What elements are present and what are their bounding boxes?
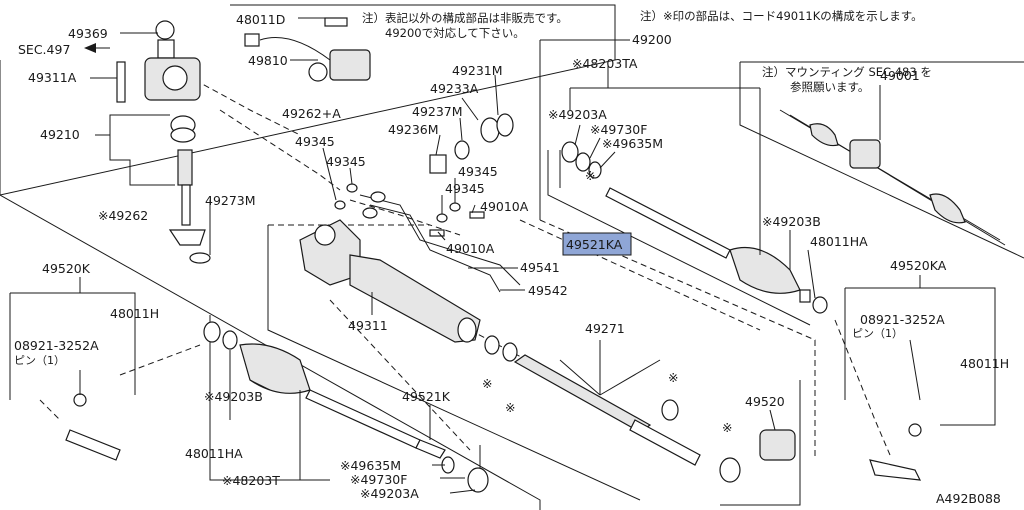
label-49810[interactable]: 49810 (248, 53, 288, 68)
kit-mark-3: ※ (668, 370, 678, 385)
label-49311A[interactable]: 49311A (28, 70, 77, 85)
label-08921-3252A-a[interactable]: 08921-3252A (860, 312, 945, 327)
label-49233A[interactable]: 49233A (430, 81, 479, 96)
note-mounting-line2: 参照願います。 (790, 80, 869, 94)
sec497-arrow-icon (84, 43, 96, 53)
label-49203A-star-a[interactable]: ※49203A (548, 107, 607, 122)
label-48011HA-b[interactable]: 48011HA (185, 446, 243, 461)
note-not-sold-line1: 注）表記以外の構成部品は非販売です。 (362, 11, 568, 25)
label-49520KA[interactable]: 49520KA (890, 258, 947, 273)
label-48203T-star[interactable]: ※48203T (222, 473, 280, 488)
kit-mark-2: ※ (505, 400, 515, 415)
label-pin-a: ピン（1） (852, 327, 903, 340)
label-49010A-b[interactable]: 49010A (446, 241, 495, 256)
kit-mark-4: ※ (722, 420, 732, 435)
figure-code: A492B088 (936, 491, 1001, 506)
kit-mark-1: ※ (482, 376, 492, 391)
label-49273M[interactable]: 49273M (205, 193, 256, 208)
label-48011HA-a[interactable]: 48011HA (810, 234, 868, 249)
label-49203A-star-b[interactable]: ※49203A (360, 486, 419, 501)
label-49345-a[interactable]: 49345 (295, 134, 335, 149)
label-49262A[interactable]: 49262+A (282, 106, 341, 121)
kit-mark-5: ※ (585, 168, 595, 183)
label-49520[interactable]: 49520 (745, 394, 785, 409)
note-mounting-line1: 注）マウンティング SEC.483 を (762, 65, 932, 79)
leader-lines (79, 17, 921, 494)
label-49635M-star-a[interactable]: ※49635M (602, 136, 663, 151)
label-49730F-star-a[interactable]: ※49730F (590, 122, 647, 137)
label-49521K[interactable]: 49521K (402, 389, 451, 404)
label-49369[interactable]: 49369 (68, 26, 108, 41)
frame-lines (0, 4, 1024, 510)
label-49311[interactable]: 49311 (348, 318, 388, 333)
label-49345-c[interactable]: 49345 (458, 164, 498, 179)
label-49521KA-highlighted[interactable]: 49521KA (566, 237, 623, 252)
label-49236M[interactable]: 49236M (388, 122, 439, 137)
assembly-dash-lines (39, 79, 891, 456)
label-49345-b[interactable]: 49345 (326, 154, 366, 169)
label-49542[interactable]: 49542 (528, 283, 568, 298)
label-49001[interactable]: 49001 (880, 68, 920, 83)
label-49730F-star-b[interactable]: ※49730F (350, 472, 407, 487)
label-49271[interactable]: 49271 (585, 321, 625, 336)
label-49231M[interactable]: 49231M (452, 63, 503, 78)
label-48011H-b[interactable]: 48011H (110, 306, 159, 321)
label-49210[interactable]: 49210 (40, 127, 80, 142)
label-49203B-star-b[interactable]: ※49203B (204, 389, 263, 404)
label-08921-3252A-b[interactable]: 08921-3252A (14, 338, 99, 353)
label-49262-star[interactable]: ※49262 (98, 208, 148, 223)
label-49237M[interactable]: 49237M (412, 104, 463, 119)
label-sec497[interactable]: SEC.497 (18, 42, 70, 57)
label-48011D[interactable]: 48011D (236, 12, 285, 27)
highlight-49521KA[interactable] (562, 232, 632, 256)
label-49635M-star-b[interactable]: ※49635M (340, 458, 401, 473)
note-not-sold-line2: 49200で対応して下さい。 (385, 26, 525, 40)
note-kit-code: 注）※印の部品は、コード49011Kの構成を示します。 (640, 9, 923, 23)
label-48011H-a[interactable]: 48011H (960, 356, 1009, 371)
label-49520K[interactable]: 49520K (42, 261, 91, 276)
label-49345-d[interactable]: 49345 (445, 181, 485, 196)
label-49203B-star-a[interactable]: ※49203B (762, 214, 821, 229)
label-49541[interactable]: 49541 (520, 260, 560, 275)
label-pin-b: ピン（1） (14, 354, 65, 367)
label-48203TA-star[interactable]: ※48203TA (572, 56, 638, 71)
label-49010A-a[interactable]: 49010A (480, 199, 529, 214)
label-49200[interactable]: 49200 (632, 32, 672, 47)
notes: 注）表記以外の構成部品は非販売です。 49200で対応して下さい。 注）※印の部… (362, 9, 932, 94)
part-labels: 49369 SEC.497 49311A 49210 ※49262 49273M… (14, 12, 1009, 501)
